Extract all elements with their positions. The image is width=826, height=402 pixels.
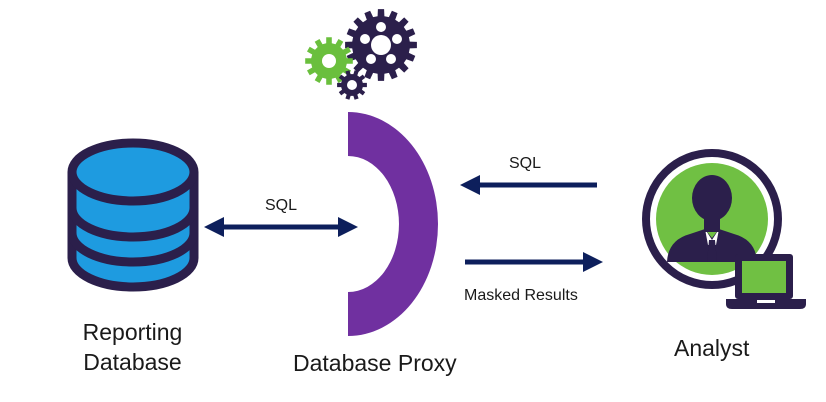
sql-arrow-to-proxy (460, 175, 597, 195)
proxy-shield-icon (348, 112, 438, 336)
masked-results-arrow (465, 252, 603, 272)
gears-icon (305, 9, 417, 100)
reporting-database-label: Reporting Database (82, 319, 183, 375)
database-icon (67, 138, 199, 292)
small-gear-icon (337, 70, 367, 100)
laptop-icon (726, 254, 806, 309)
large-gear-icon (345, 9, 417, 81)
sql-left-label: SQL (265, 197, 298, 214)
analyst-label: Analyst (674, 335, 750, 361)
sql-right-label: SQL (509, 155, 542, 172)
masked-results-label: Masked Results (464, 287, 578, 304)
sql-double-arrow (204, 217, 358, 237)
green-gear-icon (305, 37, 353, 85)
database-proxy-label: Database Proxy (293, 350, 457, 376)
analyst-avatar-icon (642, 149, 806, 309)
